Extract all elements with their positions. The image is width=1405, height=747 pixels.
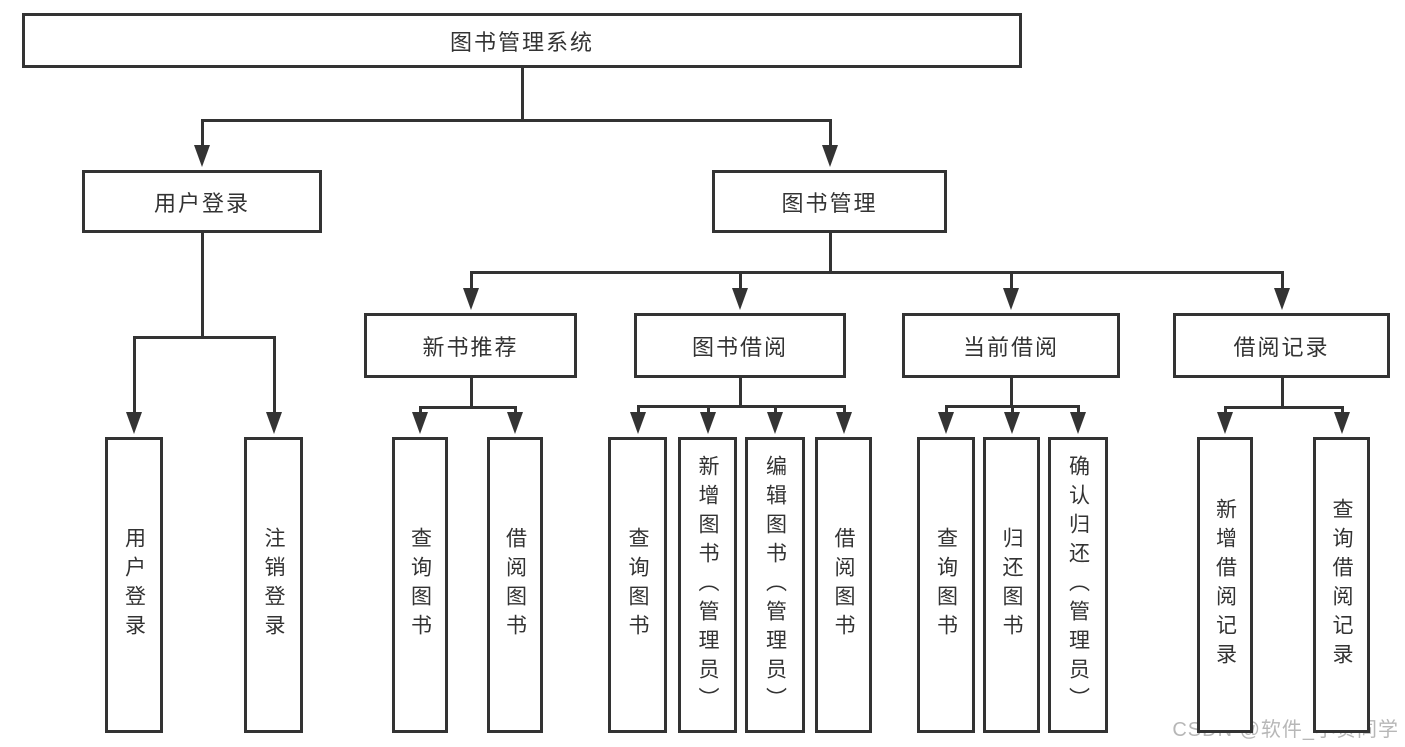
arrowhead-down-icon [1070,412,1086,434]
node-leaf-query-record: 查询借阅记录 [1313,437,1370,733]
node-leaf-borrow-book-2: 借阅图书 [815,437,872,733]
arrowhead-down-icon [700,412,716,434]
connector-vline [843,405,846,413]
arrowhead-down-icon [767,412,783,434]
connector-vline [1224,406,1227,413]
node-label: 借阅图书 [832,527,855,643]
node-leaf-add-book: 新增图书（管理员） [678,437,737,733]
arrowhead-down-icon [194,145,210,167]
node-label: 确认归还（管理员） [1066,454,1090,716]
node-label: 查询图书 [408,527,432,643]
arrowhead-down-icon [1274,288,1290,310]
node-label: 用户登录 [153,190,250,216]
node-leaf-confirm-return: 确认归还（管理员） [1048,437,1108,733]
node-borrow-record: 借阅记录 [1173,313,1390,378]
connector-vline [514,406,517,413]
connector-vline [1281,271,1284,289]
arrowhead-down-icon [1003,288,1019,310]
arrowhead-down-icon [412,412,428,434]
connector-vline [1281,376,1284,408]
node-label: 图书借阅 [691,334,788,360]
node-label: 编辑图书（管理员） [763,454,787,716]
arrowhead-down-icon [1217,412,1233,434]
arrowhead-down-icon [126,412,142,434]
connector-vline [470,376,473,408]
node-leaf-logout: 注销登录 [244,437,303,733]
connector-vline [133,336,136,413]
connector-vline [707,405,710,413]
connector-vline [201,231,204,338]
node-leaf-return-book: 归还图书 [983,437,1040,733]
node-book-borrow: 图书借阅 [634,313,846,378]
node-label: 查询借阅记录 [1330,498,1353,672]
arrowhead-down-icon [463,288,479,310]
node-label: 查询图书 [934,527,958,643]
arrowhead-down-icon [1004,412,1020,434]
node-label: 新增借阅记录 [1213,498,1237,672]
node-leaf-query-book-3: 查询图书 [917,437,975,733]
node-leaf-user-login: 用户登录 [105,437,163,733]
connector-vline [829,231,832,273]
arrowhead-down-icon [507,412,523,434]
arrowhead-down-icon [1334,412,1350,434]
connector-vline [637,405,640,413]
connector-vline [521,66,524,121]
connector-vline [739,271,742,289]
node-current-borrow: 当前借阅 [902,313,1120,378]
node-leaf-query-book-1: 查询图书 [392,437,448,733]
connector-vline [470,271,473,289]
arrowhead-down-icon [266,412,282,434]
node-label: 归还图书 [1000,527,1023,643]
connector-hline [201,119,832,122]
node-label: 借阅图书 [503,527,527,643]
node-book-mgmt: 图书管理 [712,170,947,233]
node-label: 图书管理系统 [449,29,594,55]
node-leaf-add-record: 新增借阅记录 [1197,437,1253,733]
connector-vline [201,119,204,146]
node-user-login: 用户登录 [82,170,322,233]
connector-vline [1010,376,1013,407]
connector-vline [945,405,948,413]
connector-vline [829,119,832,146]
node-leaf-query-book-2: 查询图书 [608,437,667,733]
connector-vline [1341,406,1344,413]
node-label: 图书管理 [781,190,878,216]
node-root: 图书管理系统 [22,13,1022,68]
connector-hline [637,405,846,408]
node-leaf-borrow-book-1: 借阅图书 [487,437,543,733]
connector-hline [470,271,1284,274]
connector-vline [739,376,742,407]
connector-vline [273,336,276,413]
arrowhead-down-icon [822,145,838,167]
arrowhead-down-icon [732,288,748,310]
connector-vline [419,406,422,413]
node-label: 注销登录 [262,527,285,643]
node-label: 借阅记录 [1233,334,1330,360]
connector-vline [1011,405,1014,413]
node-new-book-rec: 新书推荐 [364,313,577,378]
arrowhead-down-icon [938,412,954,434]
connector-hline [133,336,276,339]
arrowhead-down-icon [836,412,852,434]
arrowhead-down-icon [630,412,646,434]
node-leaf-edit-book: 编辑图书（管理员） [745,437,805,733]
connector-vline [774,405,777,413]
connector-vline [1010,271,1013,289]
node-label: 新增图书（管理员） [696,454,719,716]
connector-hline [419,406,517,409]
node-label: 查询图书 [626,527,649,643]
node-label: 用户登录 [122,527,146,643]
node-label: 当前借阅 [962,334,1059,360]
connector-vline [1077,405,1080,413]
node-label: 新书推荐 [422,334,519,360]
connector-hline [1224,406,1344,409]
